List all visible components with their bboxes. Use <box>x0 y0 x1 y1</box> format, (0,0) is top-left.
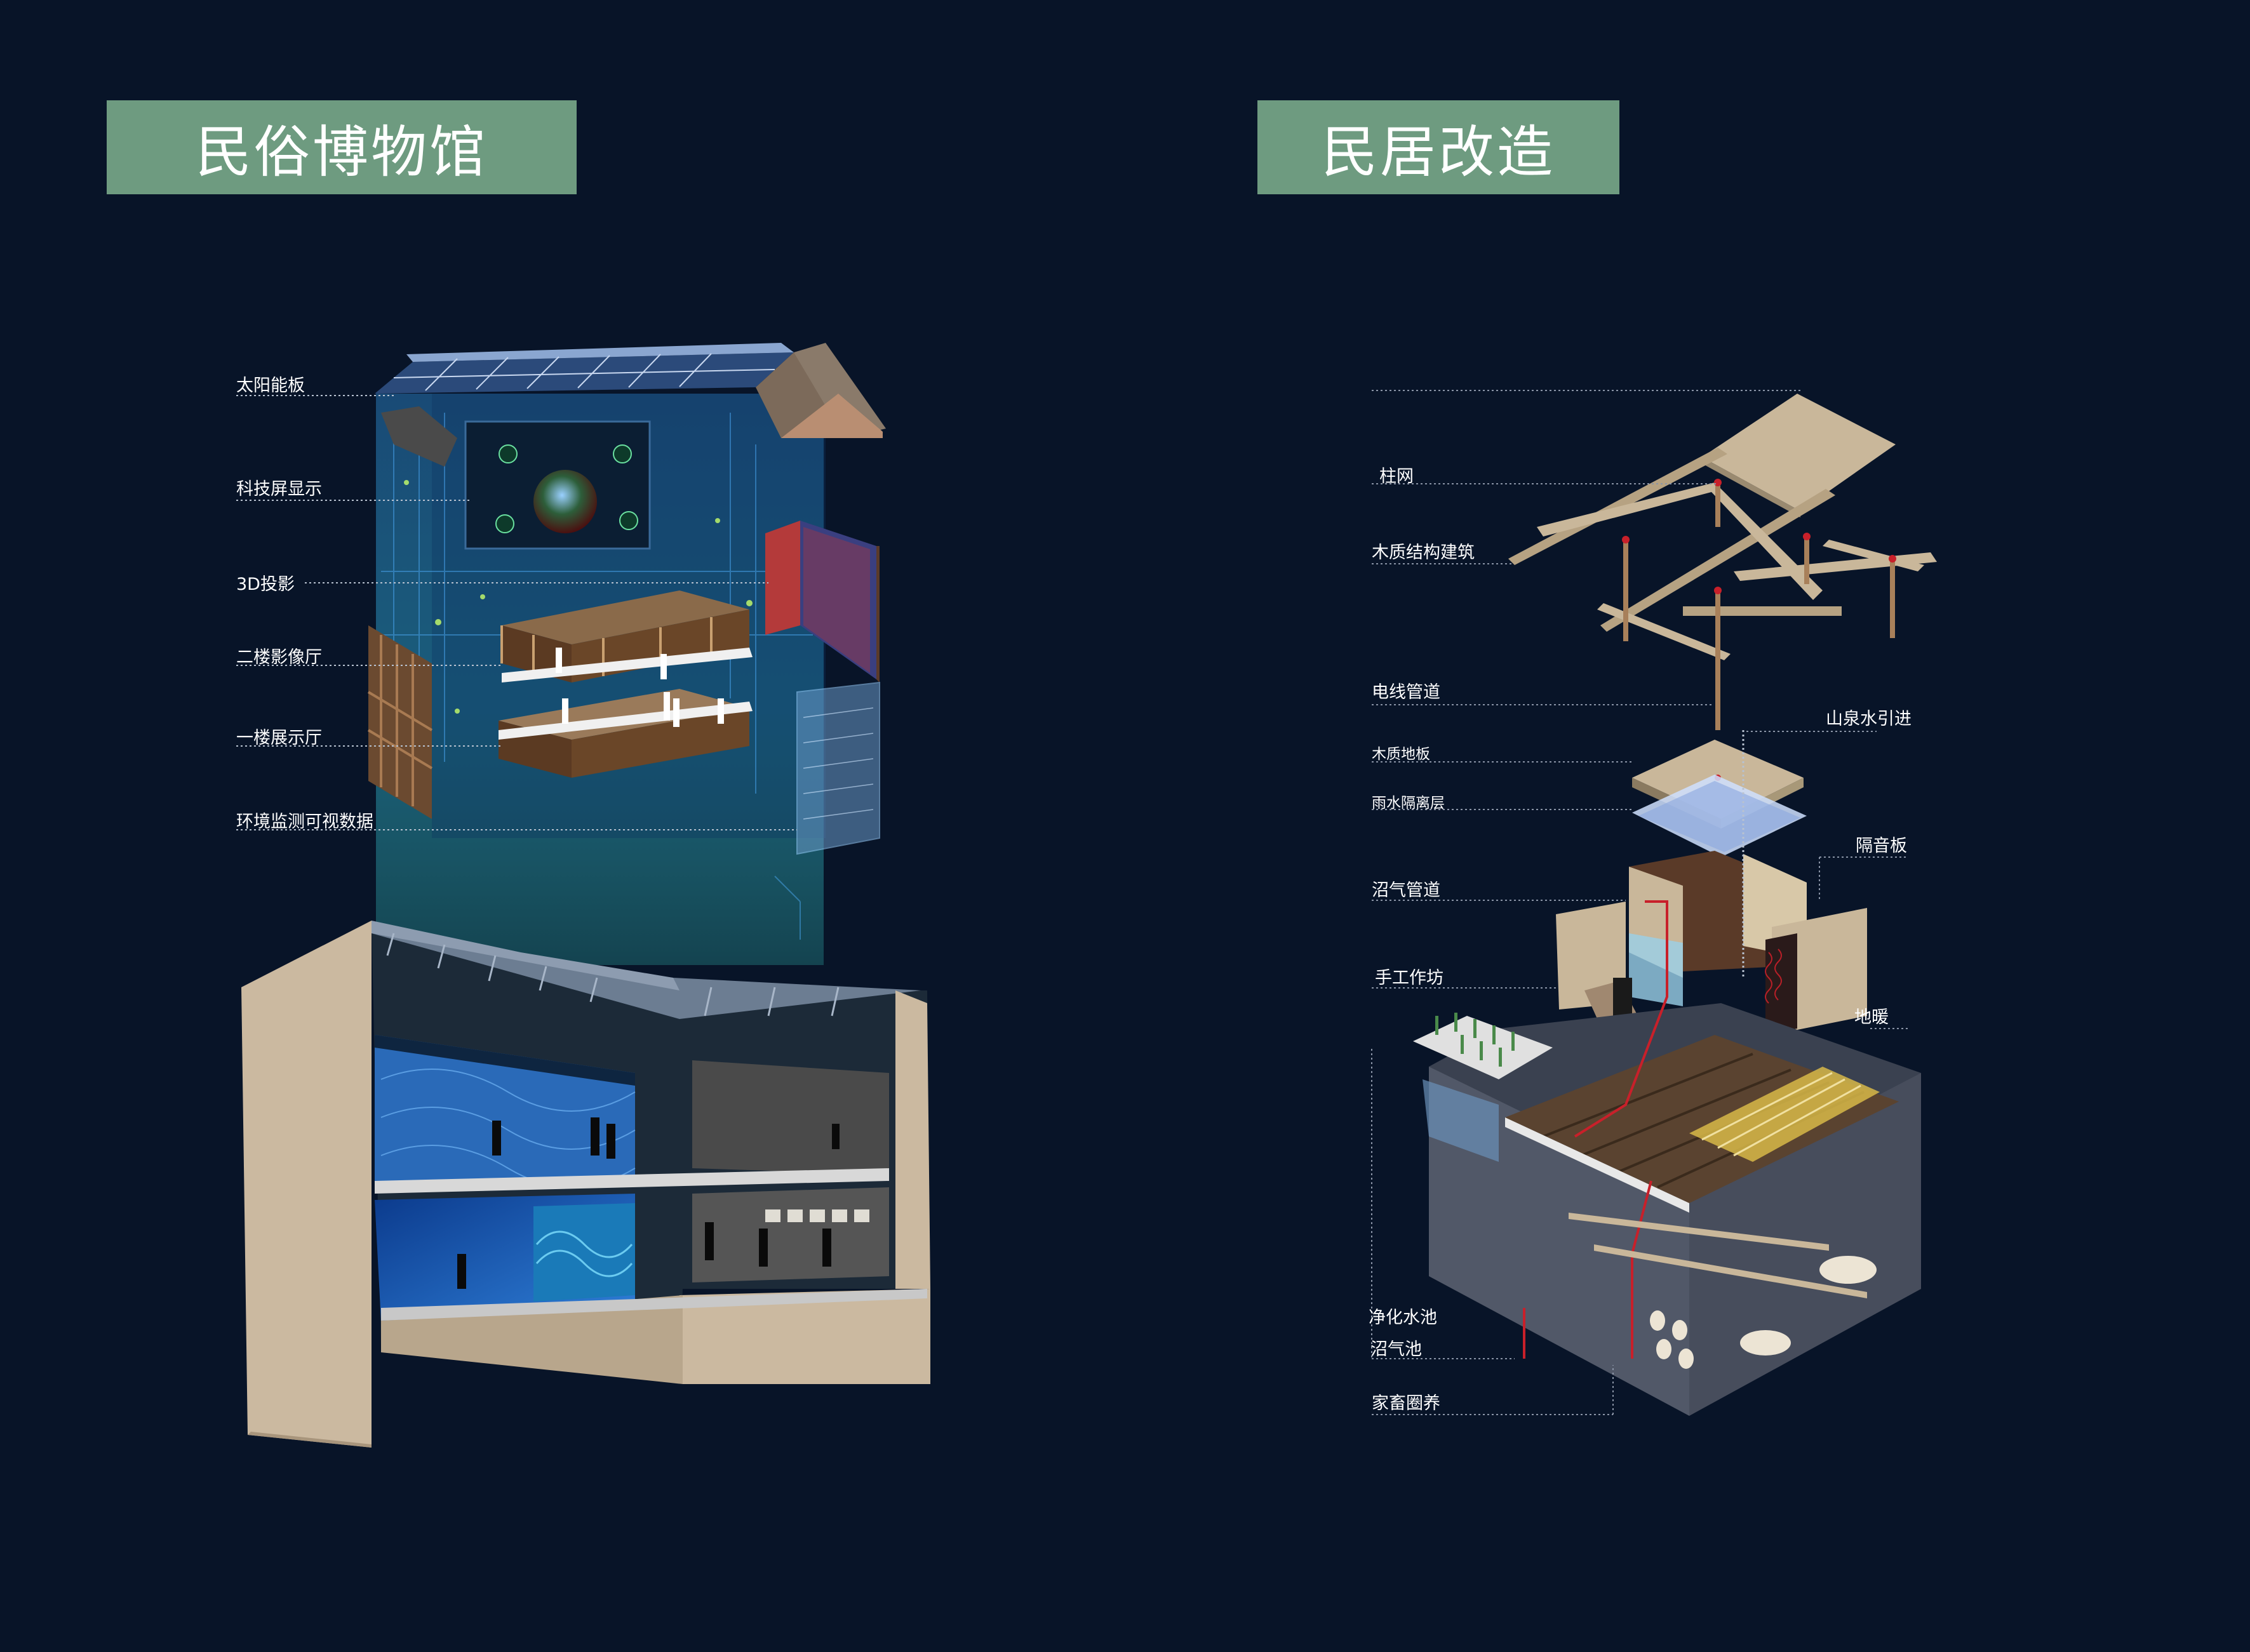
label-floor-heating: 地暖 <box>1854 1008 1889 1027</box>
floor-layers <box>1632 740 1807 857</box>
label-wire-conduit: 电线管道 <box>1372 683 1440 702</box>
label-3d-projection: 3D投影 <box>236 575 295 594</box>
label-biogas-pipe: 沼气管道 <box>1372 881 1440 900</box>
environment-data-panel <box>796 681 880 855</box>
label-spring-water: 山泉水引进 <box>1826 709 1912 729</box>
farmhouse-base <box>1413 730 1921 1416</box>
label-column-grid: 柱网 <box>1379 467 1414 486</box>
label-wood-floor: 木质地板 <box>1372 746 1430 763</box>
floor-decks <box>499 590 753 778</box>
livestock <box>1650 1256 1877 1369</box>
label-workshop: 手工作坊 <box>1375 968 1443 988</box>
label-soundproof-panel: 隔音板 <box>1856 836 1907 856</box>
column-grid-beams <box>1508 448 1937 730</box>
label-rain-barrier: 雨水隔离层 <box>1372 795 1445 811</box>
label-wood-structure: 木质结构建筑 <box>1372 543 1475 563</box>
label-environment-data: 环境监测可视数据 <box>236 812 373 832</box>
label-tech-screen: 科技屏显示 <box>236 479 322 499</box>
renovation-title: 民居改造 <box>1257 100 1619 194</box>
label-solar-panel: 太阳能板 <box>236 376 305 396</box>
tech-screen <box>464 420 651 550</box>
wooden-facade-panel <box>367 625 433 819</box>
projection-panel <box>765 521 880 683</box>
solar-panel-roof <box>375 343 886 467</box>
label-livestock-pen: 家畜圈养 <box>1372 1394 1440 1413</box>
label-biogas-tank: 沼气池 <box>1370 1340 1422 1359</box>
museum-building <box>241 921 930 1448</box>
label-second-floor-hall: 二楼影像厅 <box>236 648 322 667</box>
interior-module <box>1556 851 1867 1054</box>
renovation-leader-lines <box>1371 483 1908 1415</box>
roof-panel <box>1702 394 1896 517</box>
label-purification-pool: 净化水池 <box>1369 1308 1437 1328</box>
museum-title: 民俗博物馆 <box>107 100 577 194</box>
museum-leader-lines <box>236 395 797 830</box>
label-first-floor-hall: 一楼展示厅 <box>236 728 322 748</box>
